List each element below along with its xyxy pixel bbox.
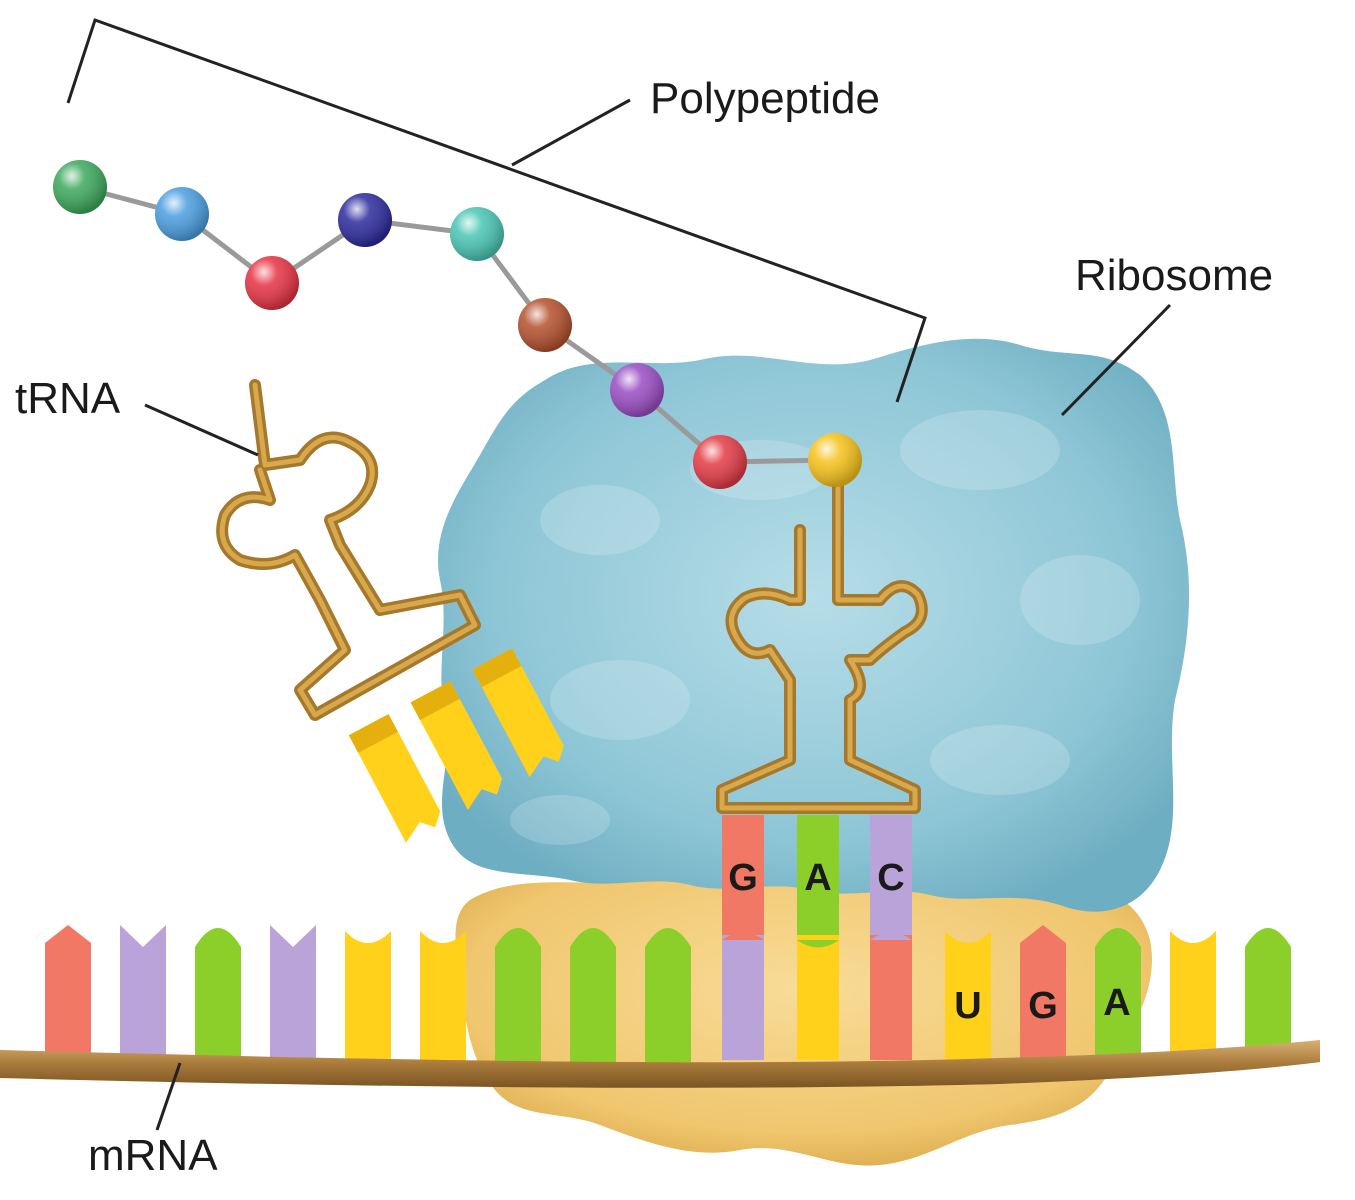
amino-acid-bead: [155, 187, 209, 241]
mrna-base: [495, 928, 541, 1062]
amino-acid-bead: [693, 435, 747, 489]
mrna-base: [1095, 928, 1141, 1062]
mrna-base: [345, 931, 391, 1062]
codon-base-3-lower: [870, 935, 912, 1060]
anticodon-letter-3: C: [877, 857, 904, 899]
mrna-base: [645, 928, 691, 1062]
amino-acid-bead: [808, 433, 862, 487]
anticodon-base-2-upper: [797, 815, 839, 940]
polypeptide-beads: [53, 160, 862, 489]
mrna-base: [570, 928, 616, 1062]
codon-letter: A: [1103, 982, 1130, 1024]
codon-letter: G: [1028, 985, 1058, 1027]
mrna-base: [420, 931, 466, 1062]
mrna-bases: [45, 925, 1291, 1062]
anticodon-letter-1: G: [728, 857, 758, 899]
ribosome-leader: [1060, 303, 1172, 417]
amino-acid-bead: [245, 256, 299, 310]
amino-acid-bead: [450, 207, 504, 261]
mrna-base: [270, 925, 316, 1062]
amino-acid-bead: [338, 193, 392, 247]
mrna-base: [45, 925, 91, 1062]
codon-base-1-lower: [722, 935, 764, 1060]
amino-acid-bead: [518, 298, 572, 352]
mrna-base: [945, 931, 991, 1062]
anticodon-base-1-upper: [722, 815, 764, 940]
amino-acid-bead: [610, 363, 664, 417]
trna-bound-anticodon: G A C: [722, 815, 912, 1060]
trna-bound: [716, 474, 928, 814]
polypeptide-bracket: [66, 18, 927, 403]
mrna-leader: [155, 1062, 182, 1131]
codon-letter: U: [954, 985, 981, 1027]
amino-acid-bead: [53, 160, 107, 214]
anticodon-letter-2: A: [804, 857, 831, 899]
mrna-base: [1245, 928, 1291, 1062]
codon-base-2-lower: [797, 935, 839, 1060]
label-polypeptide: Polypeptide: [650, 74, 880, 123]
anticodon-base-3-upper: [870, 815, 912, 940]
ribosome-large-subunit: [438, 338, 1190, 912]
mrna-backbone: [0, 1040, 1320, 1088]
trna-free-anticodon-arms: [348, 648, 564, 843]
mrna-base: [1020, 925, 1066, 1062]
mrna-base: [195, 928, 241, 1062]
label-mrna: mRNA: [88, 1131, 218, 1180]
mrna-base: [1170, 931, 1216, 1062]
trna-free: [216, 379, 564, 843]
trna-leader: [144, 403, 259, 457]
mrna-base: [120, 925, 166, 1062]
label-ribosome: Ribosome: [1075, 251, 1273, 300]
label-trna: tRNA: [15, 374, 121, 423]
